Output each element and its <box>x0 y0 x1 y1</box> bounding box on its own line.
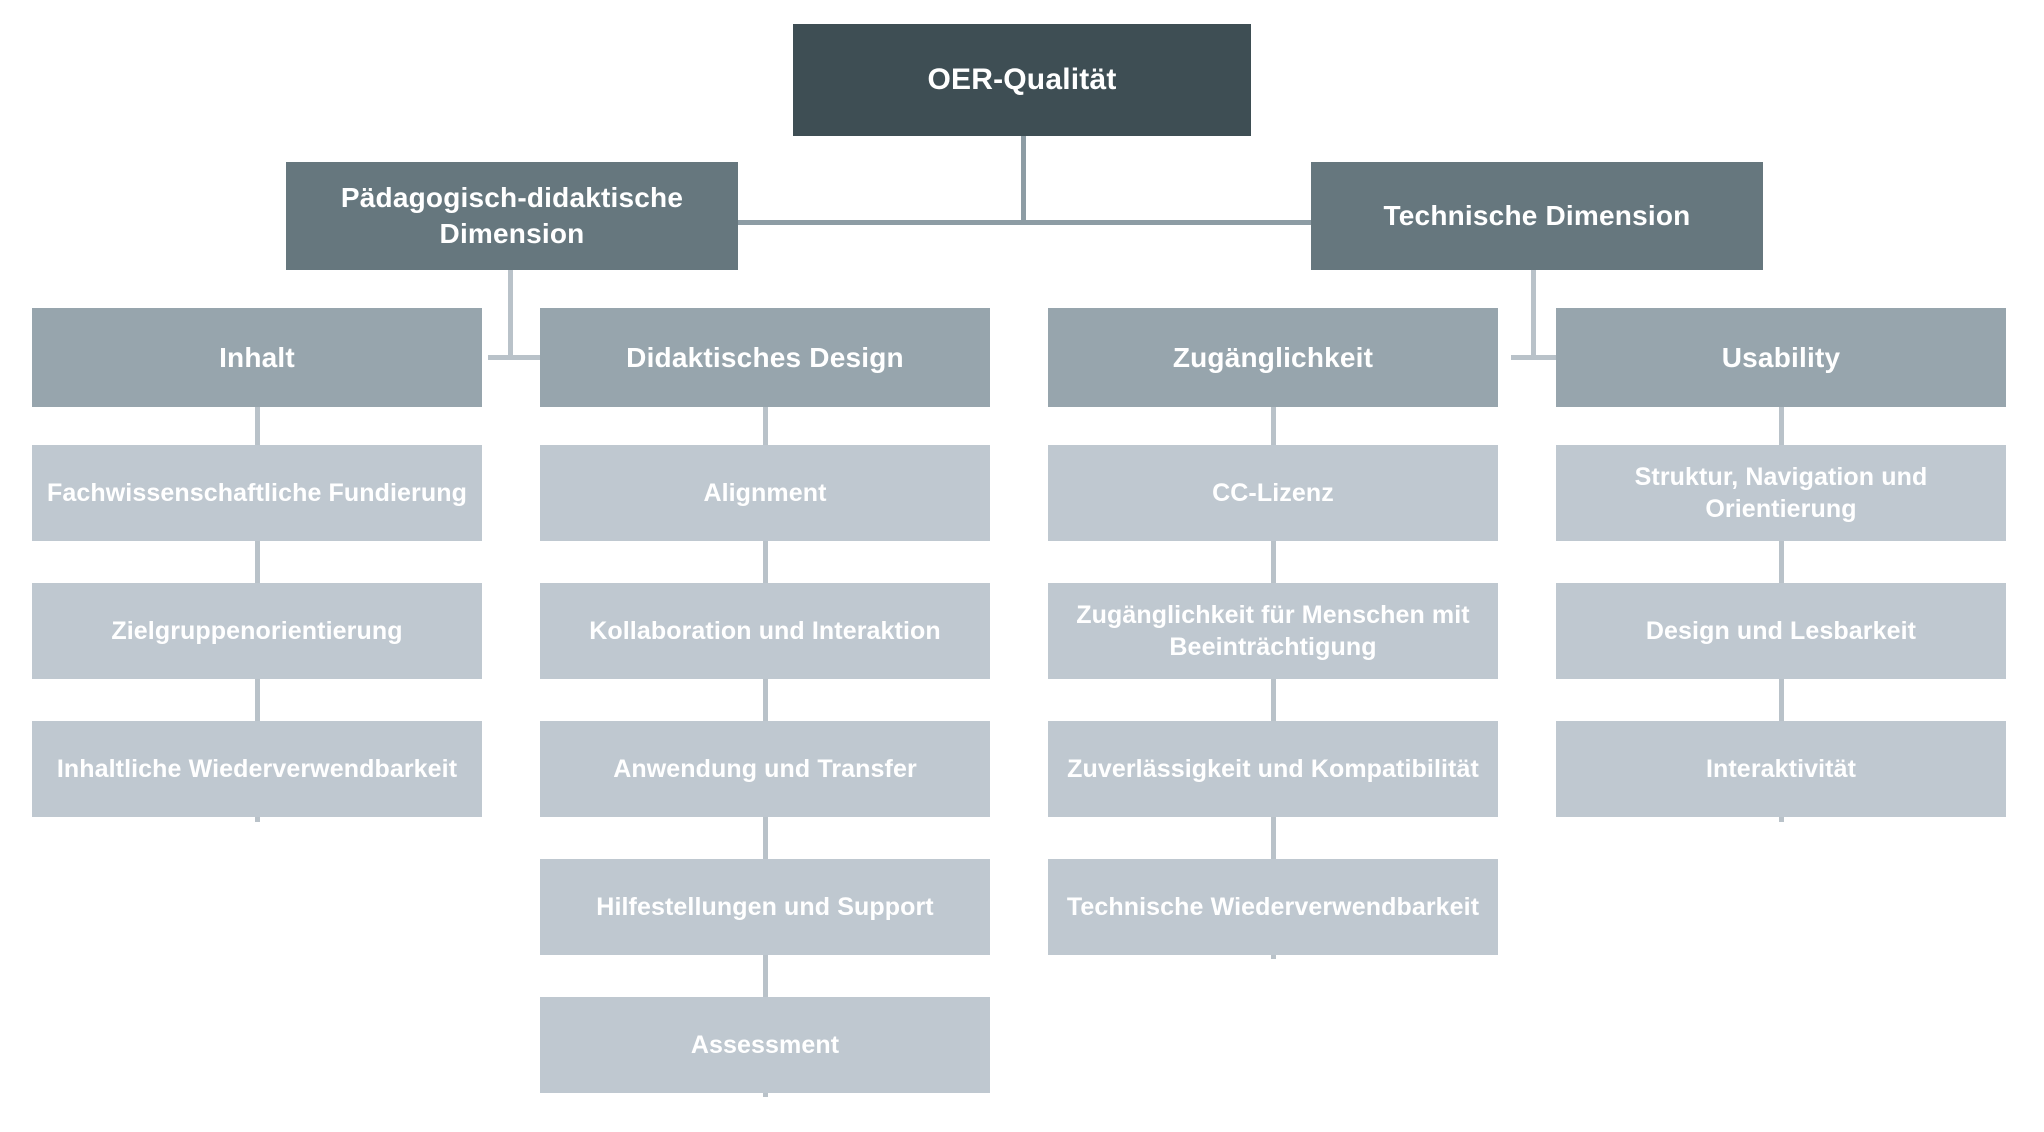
criterion-node-label: Zielgruppenorientierung <box>111 617 403 645</box>
category-node-label: Usability <box>1721 341 1841 373</box>
category-node-didaktisches-design[interactable]: Didaktisches Design <box>540 308 990 407</box>
dimension-node-label: Technische Dimension <box>1383 200 1691 232</box>
criterion-node[interactable]: Interaktivität <box>1556 721 2006 817</box>
category-node-usability[interactable]: Usability <box>1556 308 2006 407</box>
criterion-node-label: Anwendung und Transfer <box>613 755 917 783</box>
criterion-node-label: CC-Lizenz <box>1212 479 1334 507</box>
category-node-label: Inhalt <box>219 341 295 373</box>
category-node-zugaenglichkeit[interactable]: Zugänglichkeit <box>1048 308 1498 407</box>
dimension-node-paedagogisch-didaktisch[interactable]: Pädagogisch-didaktische Dimension <box>286 162 738 270</box>
criterion-node-label: Fachwissenschaftliche Fundierung <box>47 479 467 507</box>
criterion-node-label: Interaktivität <box>1705 755 1857 783</box>
criterion-node-label: Assessment <box>690 1031 840 1059</box>
category-node-inhalt[interactable]: Inhalt <box>32 308 482 407</box>
criterion-node-label: Technische Wiederverwendbarkeit <box>1066 893 1480 921</box>
connector-left-category-bus <box>488 355 540 360</box>
criterion-node[interactable]: Fachwissenschaftliche Fundierung <box>32 445 482 541</box>
connector-dimension-bus <box>735 220 1315 225</box>
criterion-node[interactable]: Zuverlässigkeit und Kompatibilität <box>1048 721 1498 817</box>
criterion-node[interactable]: Zugänglichkeit für Menschen mit Beeinträ… <box>1048 583 1498 679</box>
criterion-node-label: Kollaboration und Interaktion <box>589 617 941 645</box>
criterion-node-label: Hilfestellungen und Support <box>596 893 934 921</box>
criterion-node[interactable]: Hilfestellungen und Support <box>540 859 990 955</box>
criterion-node[interactable]: Zielgruppenorientierung <box>32 583 482 679</box>
criterion-node[interactable]: Technische Wiederverwendbarkeit <box>1048 859 1498 955</box>
category-node-label: Zugänglichkeit <box>1172 341 1374 373</box>
criterion-node[interactable]: Assessment <box>540 997 990 1093</box>
criterion-node-label: Zugänglichkeit für Menschen mit Beeinträ… <box>1076 601 1470 661</box>
criterion-node-label: Struktur, Navigation und Orientierung <box>1634 463 1928 523</box>
dimension-node-technisch[interactable]: Technische Dimension <box>1311 162 1763 270</box>
connector-right-dimension-vertical <box>1531 268 1536 358</box>
criterion-node[interactable]: Design und Lesbarkeit <box>1556 583 2006 679</box>
criterion-node[interactable]: Alignment <box>540 445 990 541</box>
criterion-node-label: Alignment <box>703 479 827 507</box>
criterion-node[interactable]: Anwendung und Transfer <box>540 721 990 817</box>
root-node-label: OER-Qualität <box>927 62 1117 96</box>
criterion-node[interactable]: Struktur, Navigation und Orientierung <box>1556 445 2006 541</box>
criterion-node[interactable]: Kollaboration und Interaktion <box>540 583 990 679</box>
connector-left-dimension-vertical <box>508 268 513 358</box>
criterion-node-label: Design und Lesbarkeit <box>1645 617 1917 645</box>
category-node-label: Didaktisches Design <box>626 341 904 373</box>
dimension-node-label: Pädagogisch-didaktische Dimension <box>340 182 684 249</box>
connector-spine-zugaenglichkeit <box>1271 407 1276 959</box>
connector-root-vertical <box>1021 135 1026 223</box>
criterion-node[interactable]: Inhaltliche Wiederverwendbarkeit <box>32 721 482 817</box>
criterion-node-label: Zuverlässigkeit und Kompatibilität <box>1067 755 1479 783</box>
criterion-node[interactable]: CC-Lizenz <box>1048 445 1498 541</box>
connector-right-category-bus <box>1511 355 1563 360</box>
root-node-oer-qualitaet[interactable]: OER-Qualität <box>793 24 1251 136</box>
criterion-node-label: Inhaltliche Wiederverwendbarkeit <box>56 755 458 783</box>
